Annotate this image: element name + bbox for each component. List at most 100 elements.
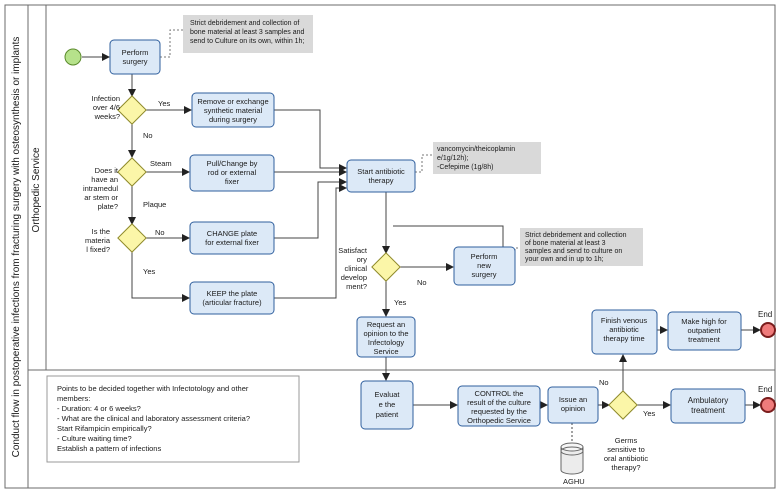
gateway-question: Infection [92,94,120,103]
note-line: your own and in up to 1h; [525,256,604,263]
annotation-points: Points to be decided together with Infec… [46,375,300,463]
gateway-question: Germs [615,436,638,445]
gateway-question: therapy? [611,463,640,472]
task-line: Perform [471,252,498,261]
edge-labels: Yes No Steam Plaque No Yes No Yes No Yes [143,99,655,418]
task-line: new [477,261,491,270]
task-line: surgery [471,270,496,279]
annotation-note1: Strict debridement and collection of bone… [183,15,313,53]
gateway-question: have an [91,175,118,184]
edge-label: No [155,228,165,237]
edge-label: Yes [143,267,155,276]
task-line: therapy time [603,334,644,343]
task-line: for external fixer [205,238,259,247]
note-line: e/1g/12h); [437,155,469,162]
pool: Conduct flow in postoperative infections… [4,4,776,489]
gateway-question: ment? [346,282,367,291]
task-line: rod or external [208,168,257,177]
datastore-aghu: AGHU [560,442,585,486]
svg-text:Points to be decided together: Points to be decided together with Infec… [57,384,250,453]
gateway-germs [608,390,638,420]
note-line: Start Rifampicin empirically? [57,424,152,433]
flow-edges [82,53,761,445]
task-line: therapy [368,176,393,185]
edge-label: Yes [643,409,655,418]
task-line: outpatient [688,326,722,335]
edge-label: No [599,378,609,387]
edge-label: Steam [150,159,172,168]
note-line: - Duration: 4 or 6 weeks? [57,404,141,413]
gateway-question: Does it [95,166,119,175]
task-line: result of the culture [467,398,531,407]
note-line: Strict debridement and collection of [190,20,299,27]
gateway-question: ar stem or [84,193,118,202]
end-event-1: End [758,310,776,338]
gateway-question: materia [85,236,111,245]
gateway-question: ory [357,255,368,264]
task-keep-plate[interactable]: KEEP the plate(articular fracture) [189,281,275,315]
task-line: antibiotic [609,325,639,334]
gateway-fixed [117,223,147,253]
task-line: e the [379,400,396,409]
task-line: Infectology [368,338,405,347]
note-line: - What are the clinical and laboratory a… [57,414,250,423]
annotation-connectors [160,29,520,267]
note-line: Points to be decided together with Infec… [57,384,249,393]
task-line: Service [373,347,398,356]
task-line: Request an [367,320,405,329]
note-line: bone material at least 3 samples and [190,29,305,36]
task-line: CONTROL the [475,389,524,398]
task-line: opinion to the [363,329,408,338]
task-line: Orthopedic Service [467,416,531,425]
gateway-question: Satisfact [338,246,368,255]
edge-label: No [143,131,153,140]
edge-label: Yes [158,99,170,108]
note-line: - Culture waiting time? [57,434,132,443]
gateway-infection [117,95,147,125]
note-line: Strict debridement and collection [525,232,627,239]
task-line: Finish venous [601,316,648,325]
task-line: opinion [561,404,585,413]
gateway-question: sensitive to [607,445,645,454]
end-label: End [758,310,772,319]
gateway-question: weeks? [94,112,120,121]
note-line: Establish a pattern of infections [57,444,161,453]
edge-label: No [417,278,427,287]
start-event [64,48,82,66]
task-line: CHANGE plate [207,229,257,238]
task-line: KEEP the plate [207,289,258,298]
gateway-stem [117,157,147,187]
gateway-question: oral antibiotic [604,454,648,463]
task-line: Evaluat [374,390,400,399]
task-line: Perform [122,48,149,57]
